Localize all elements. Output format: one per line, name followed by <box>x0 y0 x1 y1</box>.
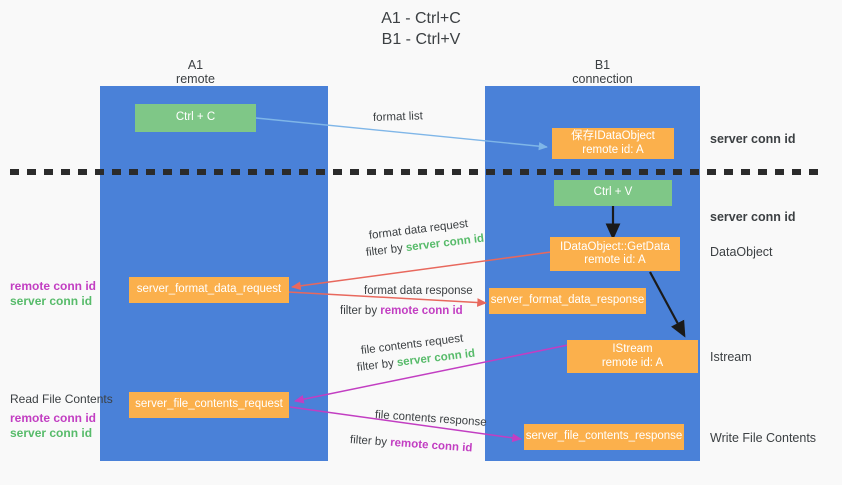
annotation-read-file-contents: Read File Contents <box>10 392 113 406</box>
column-header-b1: B1 connection <box>525 58 680 86</box>
filter-key-remote-conn-id: remote conn id <box>389 436 473 455</box>
node-getdata[interactable]: IDataObject::GetData remote id: A <box>550 237 680 271</box>
column-header-a1: A1 remote <box>118 58 273 86</box>
node-ctrl-c[interactable]: Ctrl + C <box>135 104 256 132</box>
column-b1-name: B1 <box>594 58 611 72</box>
filter-prefix: filter by <box>340 305 381 317</box>
annotation-server-conn-id-2: server conn id <box>10 426 93 440</box>
annotation-dataobject: DataObject <box>710 245 773 259</box>
node-server-file-contents-response[interactable]: server_file_contents_response <box>524 424 684 450</box>
node-save-idataobject[interactable]: 保存IDataObject remote id: A <box>552 128 674 159</box>
node-ctrl-v[interactable]: Ctrl + V <box>554 180 672 206</box>
annotation-group-2: remote conn id server conn id <box>10 411 96 441</box>
title-line-2: B1 - Ctrl+V <box>381 31 461 48</box>
node-server-format-data-response[interactable]: server_format_data_response <box>489 288 646 314</box>
column-a1-name: A1 <box>187 58 204 72</box>
edge-label-format-list: format list <box>372 110 424 124</box>
filter-prefix: filter by <box>356 357 398 374</box>
column-a1-sub: remote <box>176 72 215 86</box>
node-istream[interactable]: IStream remote id: A <box>567 340 698 373</box>
annotation-group-1: remote conn id server conn id <box>10 279 96 309</box>
annotation-istream: Istream <box>710 350 752 364</box>
annotation-write-file-contents: Write File Contents <box>710 431 817 445</box>
filter-key-remote-conn-id: remote conn id <box>380 305 463 317</box>
edge-label-file-contents-response-filter: filter by remote conn id <box>350 433 473 456</box>
page-title: A1 - Ctrl+C B1 - Ctrl+V <box>0 8 842 50</box>
edge-label-format-data-response-filter: filter by remote conn id <box>340 304 463 318</box>
filter-prefix: filter by <box>349 434 391 449</box>
node-server-format-data-request[interactable]: server_format_data_request <box>129 277 289 303</box>
annotation-server-conn-id-mid: server conn id <box>710 210 796 224</box>
edge-label-file-contents-response: file contents response <box>374 409 488 429</box>
annotation-remote-conn-id-2: remote conn id <box>10 411 97 425</box>
edge-label-format-data-response: format data response <box>364 285 473 297</box>
annotation-server-conn-id-1: server conn id <box>10 294 93 308</box>
node-server-file-contents-request[interactable]: server_file_contents_request <box>129 392 289 418</box>
filter-prefix: filter by <box>365 242 407 259</box>
title-line-1: A1 - Ctrl+C <box>381 10 461 27</box>
column-b1-sub: connection <box>572 72 633 86</box>
annotation-remote-conn-id-1: remote conn id <box>10 279 97 293</box>
annotation-server-conn-id-top: server conn id <box>710 132 796 146</box>
